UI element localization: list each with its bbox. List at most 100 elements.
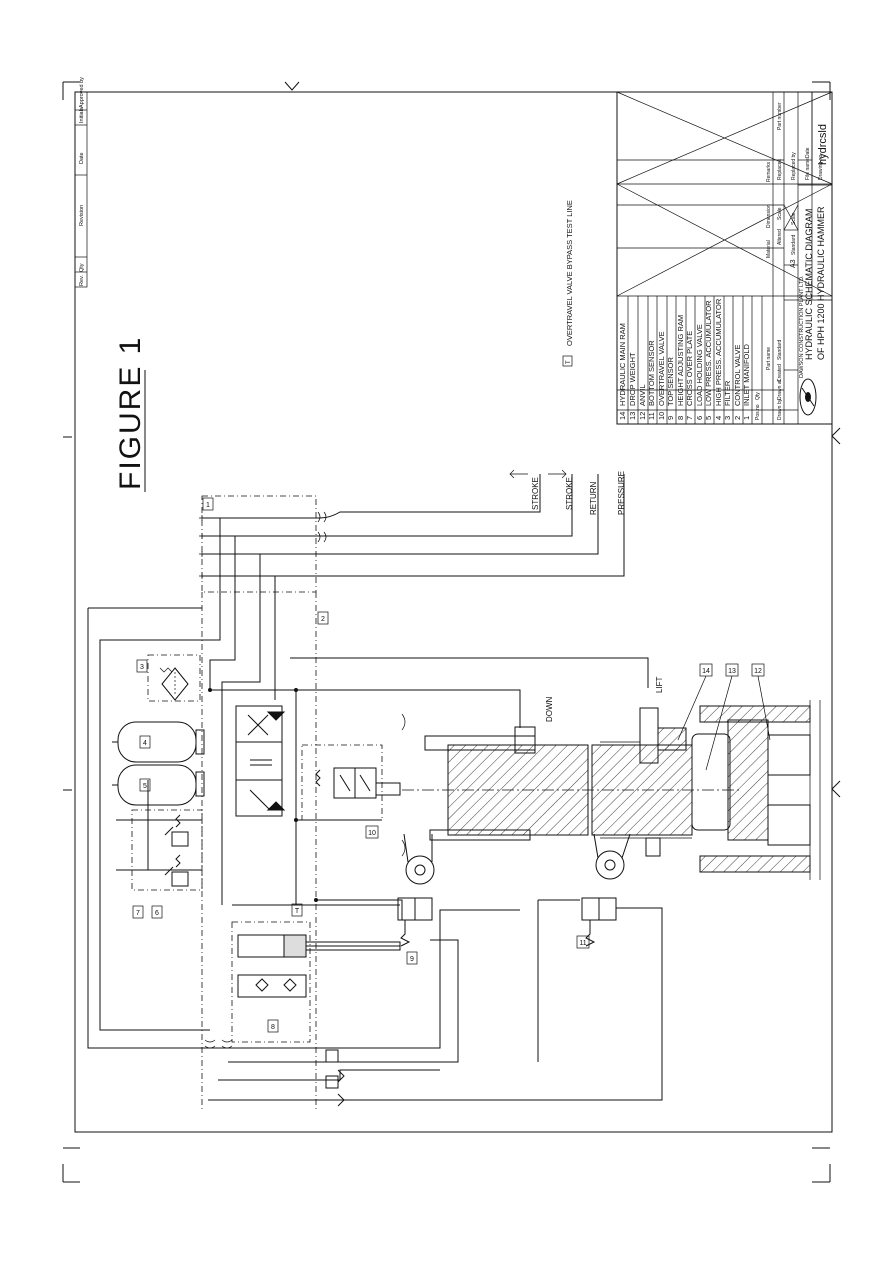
balloon-3: 3 <box>136 659 148 673</box>
note-text: OVERTRAVEL VALVE BYPASS TEST LINE <box>565 200 574 346</box>
label-scale: Scale <box>777 207 783 220</box>
junctions <box>199 515 205 579</box>
label-stroke-a: STROKE <box>531 477 540 510</box>
high-press-accumulator <box>112 721 205 763</box>
rev-col-rev: Rev. <box>79 275 85 286</box>
load-holding-valves <box>164 814 189 887</box>
company-logo <box>799 378 817 416</box>
part-no: 4 <box>714 416 723 420</box>
label-replaced-by: Replaced by <box>791 152 797 180</box>
part-no: 1 <box>742 416 751 420</box>
svg-text:1: 1 <box>206 502 210 509</box>
label-created: Created <box>777 364 783 382</box>
rev-col-approved: Approved by <box>79 77 85 108</box>
part-name: LOW PRESS. ACCUMULATOR <box>704 300 713 406</box>
part-no: 5 <box>704 416 713 420</box>
header-remarks: Remarks <box>766 161 772 182</box>
part-name: TOP SENSOR <box>666 357 675 406</box>
note: T OVERTRAVEL VALVE BYPASS TEST LINE <box>562 200 574 367</box>
standard-value: A3 <box>790 259 797 268</box>
part-name: BOTTOM SENSOR <box>647 340 656 406</box>
svg-text:8: 8 <box>271 1024 275 1031</box>
balloon-14: 14 <box>699 663 713 677</box>
part-no: 10 <box>657 412 666 420</box>
balloon-5: 5 <box>139 778 151 792</box>
svg-text:11: 11 <box>579 940 586 947</box>
svg-text:14: 14 <box>702 668 710 675</box>
hose-break-symbols <box>317 511 327 543</box>
company-name: DAWSON CONSTRUCTION PLANT LTD. <box>799 275 805 378</box>
top-sensor-valve <box>397 833 435 947</box>
label-part-number: Part number <box>777 102 783 130</box>
balloon-2: 2 <box>317 611 329 625</box>
balloon-8: 8 <box>267 1019 279 1033</box>
drawing-title-line2: OF HPH 1200 HYDRAULIC HAMMER <box>816 206 826 360</box>
balloon-11: 11 <box>576 935 590 949</box>
svg-text:4: 4 <box>143 740 147 747</box>
part-name: HYDRAULIC MAIN RAM <box>618 323 627 406</box>
label-altered: Altered <box>777 229 783 245</box>
part-name: OVERTRAVEL VALVE <box>657 331 666 406</box>
part-name: HIGH PRESS. ACCUMULATOR <box>714 298 723 406</box>
part-no: 9 <box>666 416 675 420</box>
balloons: 1 2 3 4 5 6 7 8 9 10 11 12 13 14 T <box>132 497 765 1033</box>
rev-col-initials: Initials <box>79 107 85 123</box>
balloon-10: 10 <box>365 825 379 839</box>
label-stroke-b: STROKE <box>565 477 574 510</box>
header-material: Material <box>766 240 772 258</box>
revision-table: Rev. Qty Revision Date Initials Approved… <box>74 77 88 288</box>
label-drawn-at: Drawn at <box>777 379 783 400</box>
manifold-boundaries <box>131 495 383 1110</box>
label-standard: Standard <box>777 339 783 360</box>
label-lift: LIFT <box>655 676 664 693</box>
part-name: DROP WEIGHT <box>628 352 637 406</box>
low-press-accumulator <box>112 764 205 806</box>
label-date: Date <box>805 147 811 158</box>
balloon-1: 1 <box>202 497 214 511</box>
header-pos-no: Pos.no <box>755 404 761 420</box>
part-no: 2 <box>733 416 742 420</box>
height-adjusting-ram <box>237 934 401 998</box>
part-name: HEIGHT ADJUSTING RAM <box>676 315 685 406</box>
label-return: RETURN <box>589 481 598 515</box>
part-name: INLET MANIFOLD <box>742 343 751 406</box>
part-no: 12 <box>638 412 647 420</box>
arrow-stroke-b <box>548 469 567 479</box>
header-part-name: Part name <box>766 347 772 370</box>
svg-text:3: 3 <box>140 664 144 671</box>
header-dimension: Dimension <box>766 204 772 228</box>
svg-text:9: 9 <box>410 956 414 963</box>
balloon-t: T <box>291 903 303 917</box>
svg-text:10: 10 <box>368 830 376 837</box>
svg-text:7: 7 <box>136 910 140 917</box>
hammer-assembly <box>401 700 821 880</box>
rev-col-revision: Revision <box>79 205 85 226</box>
balloon-12: 12 <box>751 663 765 677</box>
label-file-name: File name <box>805 158 811 180</box>
leader-lines <box>677 675 771 771</box>
label-pressure: PRESSURE <box>617 471 626 515</box>
part-name: ANVIL <box>638 384 647 406</box>
part-name: CROSS OVER PLATE <box>685 331 694 406</box>
arrow-stroke-a <box>509 469 528 479</box>
sheet-frame <box>62 81 841 1183</box>
label-drawing-no: Drawing no <box>818 154 824 180</box>
part-no: 14 <box>618 412 627 420</box>
balloon-6: 6 <box>151 905 163 919</box>
figure-title: FIGURE 1 <box>114 336 147 490</box>
hydraulic-lines <box>87 474 663 1101</box>
part-no: 7 <box>685 416 694 420</box>
balloon-9: 9 <box>406 951 418 965</box>
rev-col-qty: Qty <box>79 263 85 272</box>
note-tag: T <box>566 360 572 364</box>
control-valve-symbol <box>235 705 286 817</box>
drawing-title-line1: HYDRAULIC SCHEMATIC DIAGRAM <box>804 209 814 360</box>
svg-text:6: 6 <box>155 910 159 917</box>
label-down: DOWN <box>545 696 554 722</box>
filter-symbol <box>159 667 189 701</box>
part-no: 13 <box>628 412 637 420</box>
